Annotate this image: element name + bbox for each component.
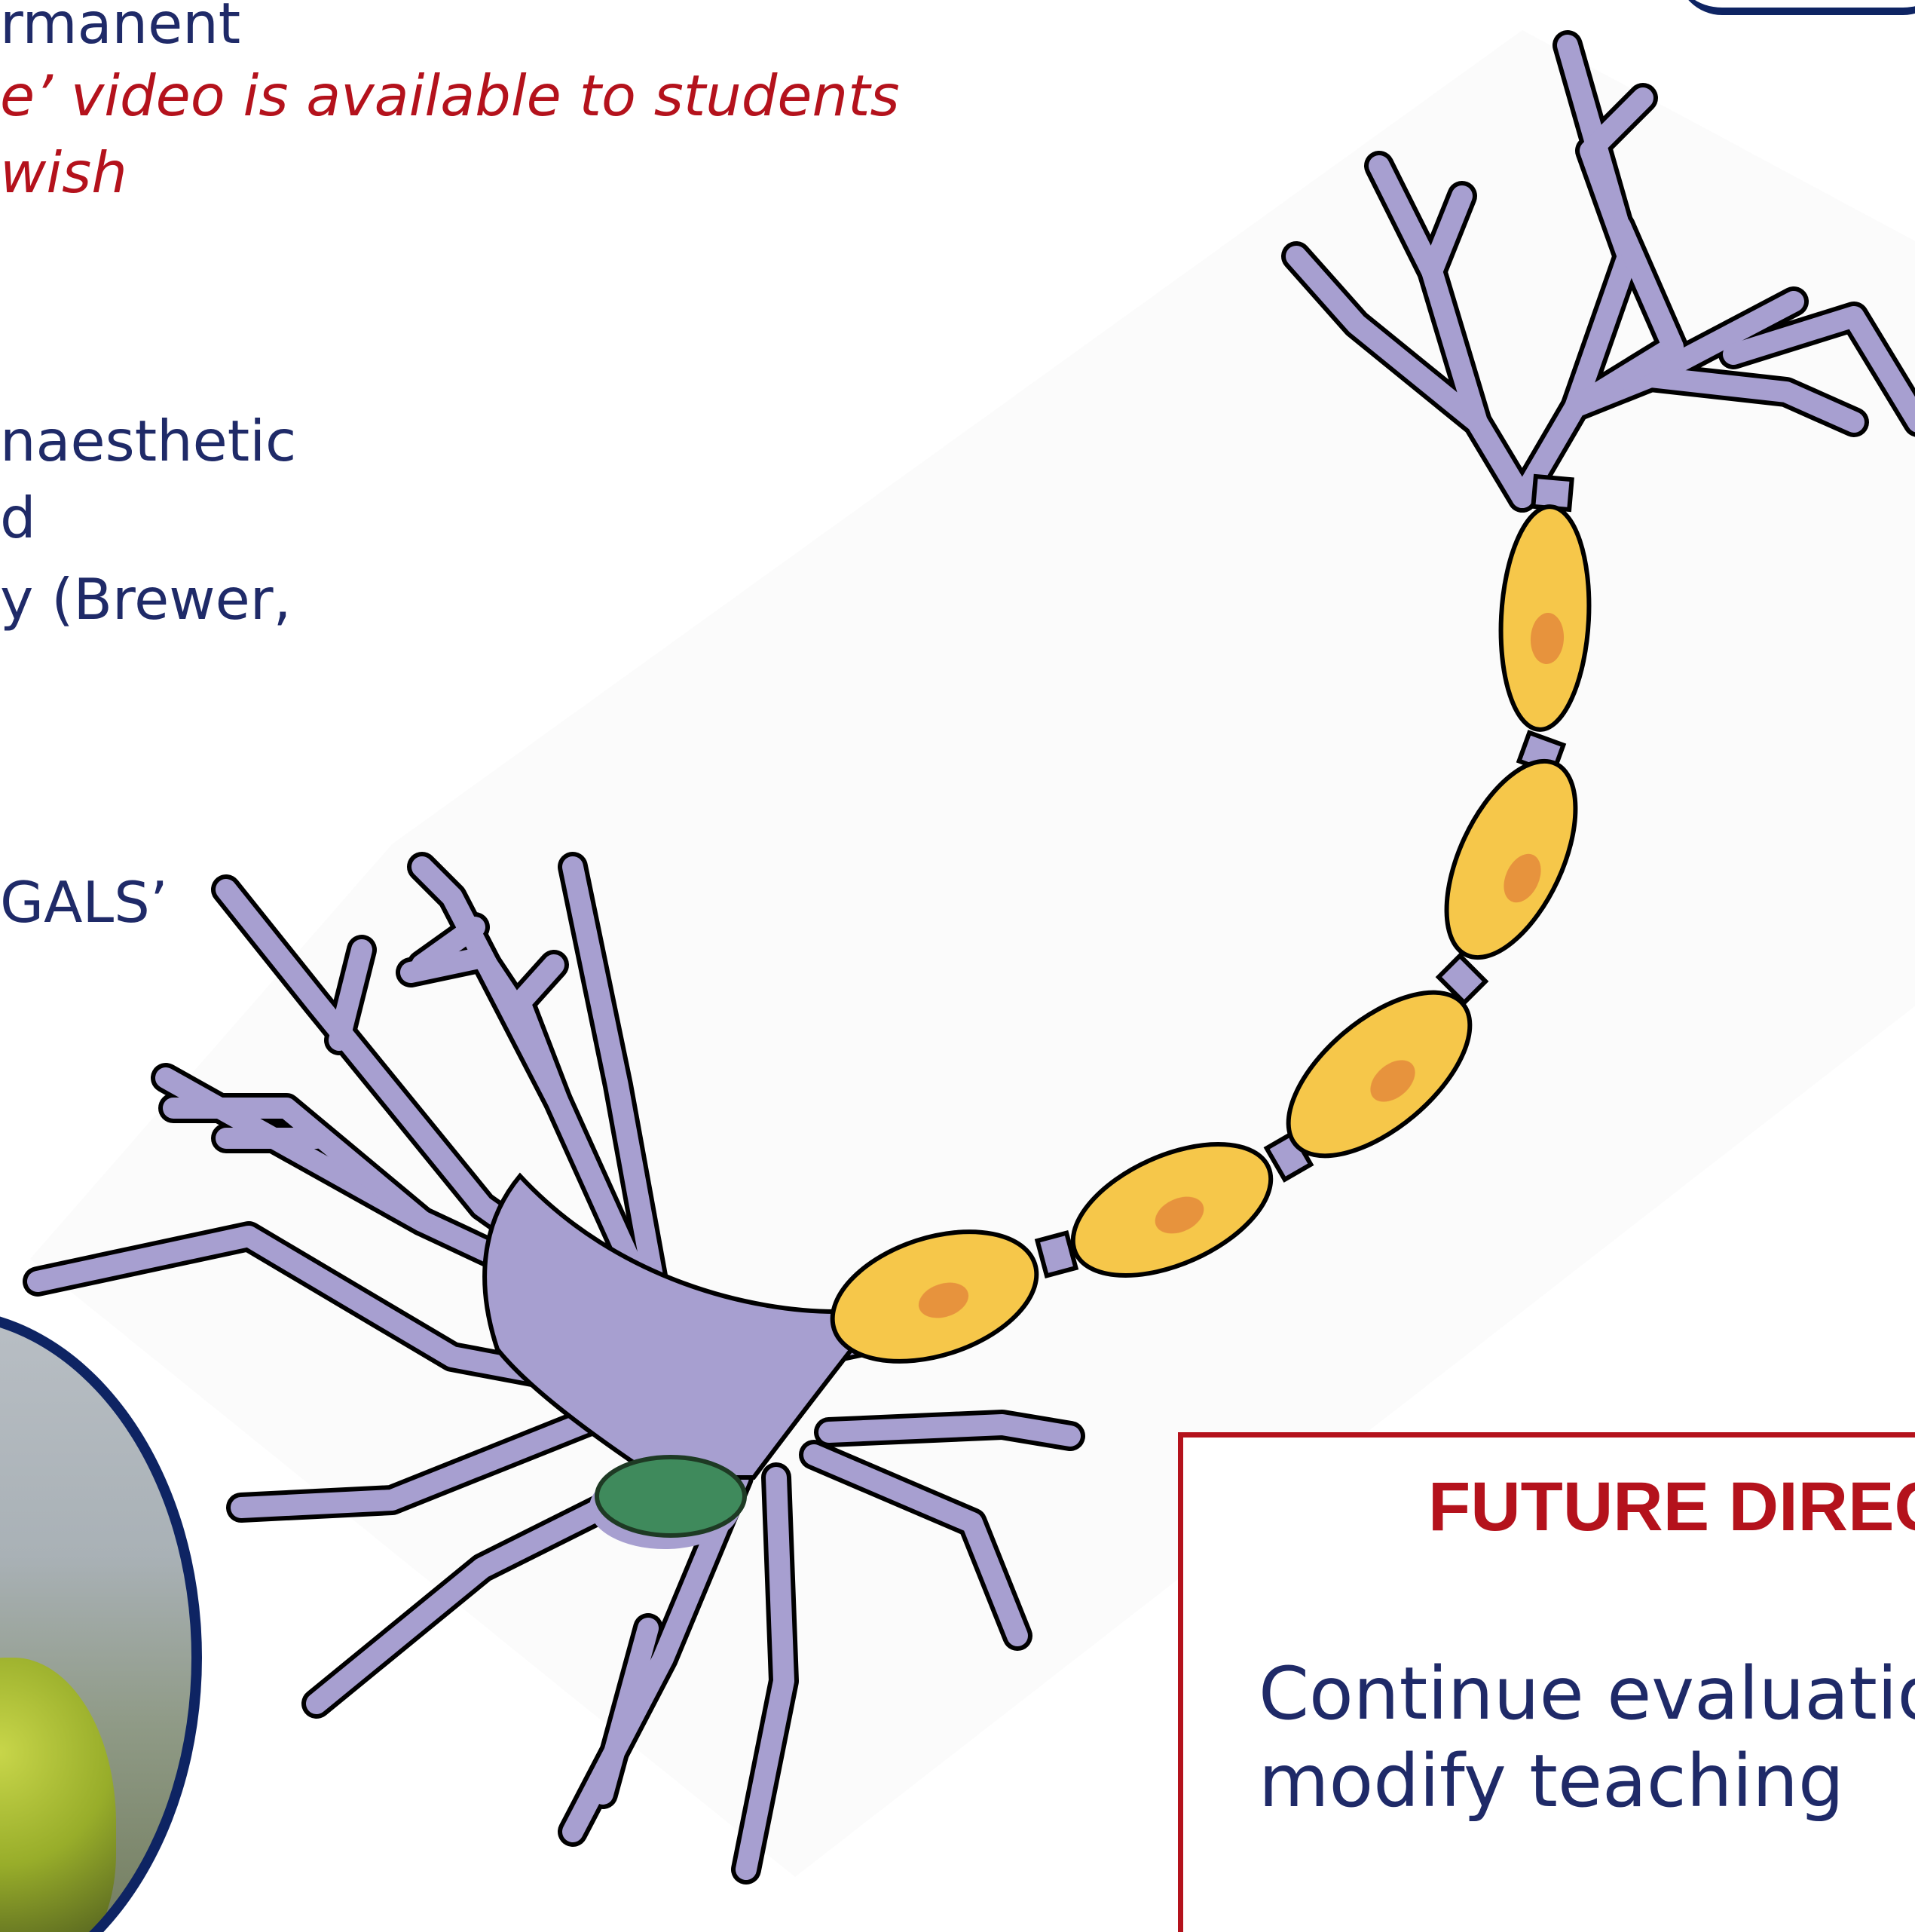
future-directions-title: FUTURE DIREC xyxy=(1428,1468,1915,1547)
future-body-line-1: Continue evaluatio xyxy=(1259,1650,1915,1738)
cell-nucleus xyxy=(597,1457,745,1535)
future-body-line-2: modify teaching xyxy=(1259,1738,1915,1825)
future-directions-body: Continue evaluatio modify teaching xyxy=(1259,1650,1915,1825)
future-directions-box: FUTURE DIREC Continue evaluatio modify t… xyxy=(1178,1432,1915,1932)
photo-subject xyxy=(0,1658,116,1932)
